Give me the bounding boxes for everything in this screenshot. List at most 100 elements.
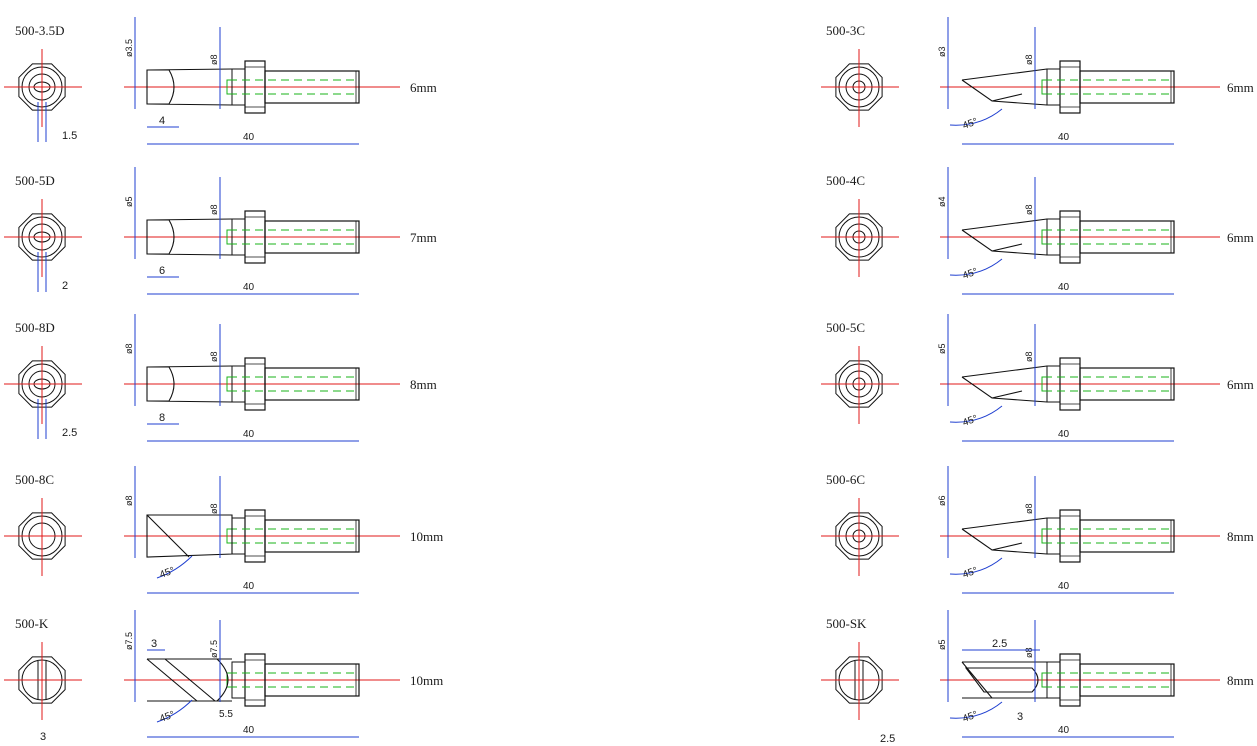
bottom-label: 5.5 bbox=[219, 709, 233, 720]
bore-end bbox=[226, 229, 235, 245]
bore-end bbox=[1041, 672, 1050, 688]
insertion-depth: 6mm bbox=[1227, 377, 1254, 392]
angle-arc bbox=[949, 557, 1003, 575]
model-label: 500-5C bbox=[826, 320, 865, 335]
angle-label: 45° bbox=[961, 266, 979, 282]
body-dia-label: ø8 bbox=[209, 351, 219, 362]
front-outer-octagon bbox=[835, 512, 883, 560]
tip-dia-label: ø5 bbox=[937, 343, 947, 354]
shank bbox=[264, 220, 360, 254]
front-outer-octagon bbox=[835, 360, 883, 408]
angle-label: 45° bbox=[961, 413, 979, 429]
angle-label: 45° bbox=[961, 565, 979, 581]
front-outer-octagon bbox=[835, 656, 883, 704]
insertion-depth: 8mm bbox=[1227, 529, 1254, 544]
angle-label: 45° bbox=[158, 565, 176, 581]
length-label: 40 bbox=[243, 282, 255, 293]
angle-label: 45° bbox=[961, 709, 979, 725]
model-label: 500-8C bbox=[15, 472, 54, 487]
length-label: 40 bbox=[243, 581, 255, 592]
angle-label: 45° bbox=[961, 116, 979, 132]
tip-dia-label: ø5 bbox=[937, 639, 947, 650]
top-label: 3 bbox=[151, 638, 157, 650]
front-outer-octagon bbox=[18, 656, 66, 704]
front-outer-octagon bbox=[835, 63, 883, 111]
insertion-depth: 6mm bbox=[1227, 230, 1254, 245]
chisel-tip bbox=[146, 68, 233, 106]
angle-arc bbox=[949, 258, 1003, 276]
insertion-depth: 6mm bbox=[410, 80, 437, 95]
bevel-tip bbox=[961, 517, 1048, 555]
tip-dia-label: ø7.5 bbox=[124, 632, 134, 650]
width-label: 2.5 bbox=[880, 733, 895, 745]
shank bbox=[1079, 367, 1175, 401]
knife-tip bbox=[146, 658, 232, 702]
bore-end bbox=[226, 79, 235, 95]
bevel-tip bbox=[146, 514, 233, 558]
tip-500-5C: 500-5C ø5 ø8 40 45° 6mm bbox=[821, 314, 1254, 442]
bore-end bbox=[226, 528, 235, 544]
shank bbox=[1079, 519, 1175, 553]
width-label: 2 bbox=[62, 280, 68, 292]
shank bbox=[1079, 70, 1175, 104]
body-dia-label: ø8 bbox=[209, 204, 219, 215]
shank bbox=[264, 367, 360, 401]
length-label: 40 bbox=[243, 132, 255, 143]
angle-arc bbox=[156, 699, 193, 723]
front-outer-octagon bbox=[835, 213, 883, 261]
bevel-tip bbox=[961, 365, 1048, 403]
body-dia-label: ø8 bbox=[1024, 351, 1034, 362]
tip-dia-label: ø6 bbox=[937, 495, 947, 506]
front-outer-octagon bbox=[18, 213, 66, 261]
length-label: 40 bbox=[243, 429, 255, 440]
model-label: 500-8D bbox=[15, 320, 55, 335]
insertion-depth: 8mm bbox=[1227, 673, 1254, 688]
model-label: 500-6C bbox=[826, 472, 865, 487]
bore-end bbox=[226, 376, 235, 392]
body-dia-label: ø8 bbox=[209, 503, 219, 514]
tip-dia-label: ø3 bbox=[937, 46, 947, 57]
bore-end bbox=[1041, 229, 1050, 245]
angle-arc bbox=[949, 108, 1003, 126]
length-label: 40 bbox=[1058, 581, 1070, 592]
front-outer-octagon bbox=[18, 360, 66, 408]
bevel-tip bbox=[961, 68, 1048, 106]
tip-dia-label: ø5 bbox=[124, 196, 134, 207]
model-label: 500-SK bbox=[826, 616, 867, 631]
body-dia-label: ø8 bbox=[1024, 647, 1034, 658]
angle-label: 45° bbox=[158, 709, 176, 725]
length-label: 40 bbox=[243, 725, 255, 736]
front-outer-octagon bbox=[18, 512, 66, 560]
insertion-depth: 6mm bbox=[1227, 80, 1254, 95]
angle-arc bbox=[949, 701, 1003, 719]
insertion-depth: 10mm bbox=[410, 529, 443, 544]
model-label: 500-5D bbox=[15, 173, 55, 188]
bore-end bbox=[1041, 376, 1050, 392]
angle-arc bbox=[156, 555, 193, 579]
model-label: 500-3C bbox=[826, 23, 865, 38]
shank bbox=[1079, 663, 1175, 697]
width-label: 2.5 bbox=[62, 427, 77, 439]
body-dia-label: ø8 bbox=[1024, 503, 1034, 514]
tip-dia-label: ø8 bbox=[124, 343, 134, 354]
shank bbox=[264, 663, 360, 697]
body-dia-label: ø8 bbox=[1024, 54, 1034, 65]
shank bbox=[264, 519, 360, 553]
shank bbox=[264, 70, 360, 104]
chisel-tip bbox=[146, 218, 233, 256]
insertion-depth: 8mm bbox=[410, 377, 437, 392]
insertion-depth: 10mm bbox=[410, 673, 443, 688]
insertion-depth: 7mm bbox=[410, 230, 437, 245]
body-dia-label: ø8 bbox=[209, 54, 219, 65]
length-label: 40 bbox=[1058, 429, 1070, 440]
face-label: 4 bbox=[159, 115, 165, 127]
bottom-label: 3 bbox=[1017, 711, 1023, 723]
model-label: 500-4C bbox=[826, 173, 865, 188]
body-dia-label: ø8 bbox=[1024, 204, 1034, 215]
